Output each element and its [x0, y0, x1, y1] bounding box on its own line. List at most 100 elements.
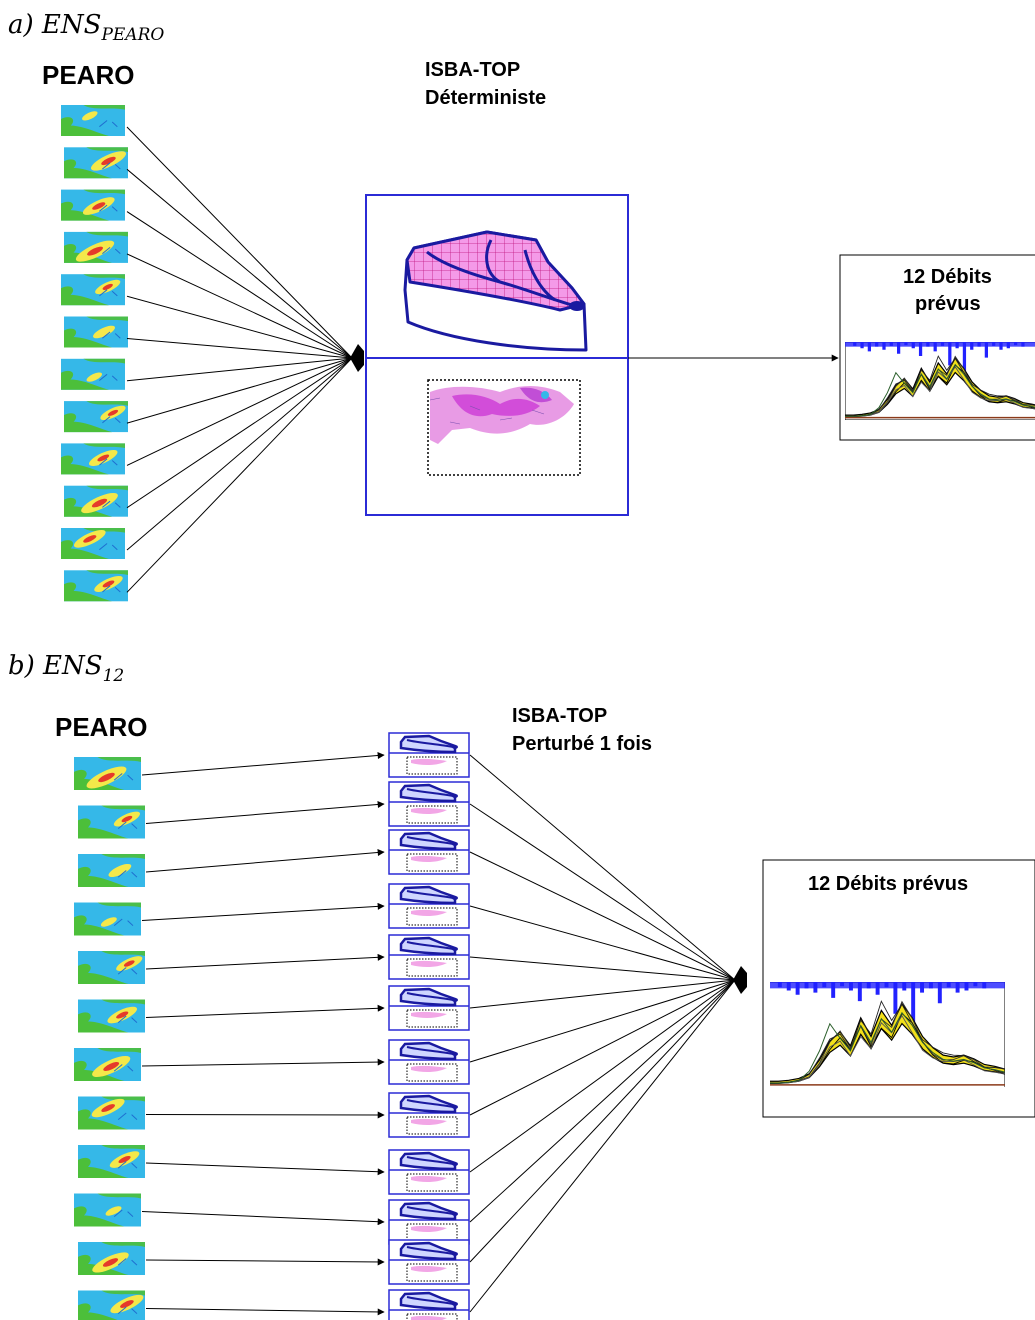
merge-node-icon [350, 344, 364, 372]
precipitation-map-icon [74, 1048, 141, 1081]
perturbed-isba-top-icon [388, 781, 470, 827]
precipitation-map-icon [78, 1290, 145, 1320]
connector-line [126, 295, 353, 359]
input-arrow [141, 902, 385, 921]
input-arrow [145, 1111, 385, 1119]
precipitation-map-icon [78, 1242, 145, 1275]
perturbed-isba-top-icon [388, 883, 470, 929]
panel-b-member-maps [74, 757, 145, 1320]
input-arrow [141, 752, 385, 776]
panel-a-model-title-line2: Déterministe [425, 87, 546, 109]
panel-a-output-title-line2: prévus [915, 293, 981, 315]
connector-line [469, 979, 736, 1313]
input-arrow [145, 849, 385, 873]
hydrograph-icon [845, 342, 1035, 420]
connector-line [469, 979, 736, 1223]
precipitation-map-icon [61, 443, 125, 475]
precipitation-map-icon [61, 274, 125, 306]
perturbed-isba-top-icon [388, 1092, 470, 1138]
connector-line [469, 851, 736, 981]
connector-line [126, 357, 353, 551]
connector-line [469, 979, 736, 1116]
precipitation-map-icon [61, 189, 125, 221]
connector-line [126, 126, 353, 359]
precipitation-map-icon [74, 902, 141, 936]
precipitation-map-icon [78, 951, 145, 984]
precipitation-map-icon [78, 1096, 145, 1130]
panel-b: b) ENS12 PEARO ISBA-TOP Perturbé 1 fois … [8, 651, 1035, 1320]
panel-a-label: a) ENSPEARO [8, 10, 164, 45]
connector-line [469, 979, 736, 1173]
precipitation-map-icon [78, 854, 145, 887]
panel-b-output-box: 12 Débits prévus [762, 859, 1035, 1118]
precipitation-map-icon [74, 1193, 141, 1227]
precipitation-map-icon [64, 485, 128, 517]
precipitation-map-icon [64, 147, 128, 179]
connector-line [126, 253, 353, 359]
panel-b-label: b) ENS12 [8, 651, 124, 686]
panel-a-model-box [365, 194, 629, 516]
perturbed-isba-top-icon [388, 985, 470, 1031]
connector-line [126, 338, 353, 359]
precipitation-map-icon [78, 1145, 145, 1178]
panel-a-source-title: PEARO [42, 60, 134, 90]
panel-b-perturbed-models [388, 732, 470, 1320]
connector-line [126, 357, 353, 593]
perturbed-isba-top-icon [388, 1149, 470, 1195]
precipitation-map-icon [64, 570, 128, 602]
panel-a-output-box: 12 Débits prévus [839, 254, 1035, 441]
perturbed-isba-top-icon [388, 732, 470, 778]
connector-line [126, 211, 353, 359]
panel-a-output-title-line1: 12 Débits [903, 266, 992, 288]
panel-b-model-title-line2: Perturbé 1 fois [512, 733, 652, 755]
precipitation-map-icon [64, 401, 128, 433]
precipitation-map-icon [64, 316, 128, 348]
precipitation-map-icon [61, 358, 125, 390]
connector-line [126, 357, 353, 509]
perturbed-isba-top-icon [388, 829, 470, 875]
connector-line [469, 803, 736, 981]
perturbed-isba-top-icon [388, 1239, 470, 1285]
connector-line [126, 357, 353, 424]
precipitation-map-icon [61, 105, 125, 136]
panel-a-connector-lines [126, 126, 353, 593]
domain-map-icon [427, 379, 581, 476]
precipitation-map-icon [61, 528, 125, 559]
precipitation-map-icon [78, 805, 145, 839]
connector-line [469, 956, 736, 981]
panel-b-model-title-line1: ISBA-TOP [512, 705, 607, 727]
panel-b-output-title: 12 Débits prévus [808, 873, 968, 895]
connector-line [126, 357, 353, 382]
panel-a: a) ENSPEARO PEARO ISBA-TOP Déterministe [8, 10, 1035, 602]
panel-b-source-title: PEARO [55, 712, 147, 742]
input-arrow [145, 801, 385, 824]
panel-a-model-title-line1: ISBA-TOP [425, 59, 520, 81]
connector-line [469, 979, 736, 1263]
panel-b-merge-lines [469, 754, 736, 1313]
connector-line [469, 754, 736, 981]
connector-line [469, 979, 736, 1009]
connector-line [126, 357, 353, 466]
input-arrow [145, 1308, 385, 1316]
precipitation-map-icon [78, 999, 145, 1033]
input-arrow [141, 1211, 385, 1226]
precipitation-map-icon [64, 231, 128, 263]
input-arrow [145, 1162, 385, 1176]
hydrograph-icon [770, 982, 1005, 1087]
connector-line [126, 168, 353, 359]
catchment-block-icon [403, 230, 588, 352]
panel-b-input-arrows [141, 752, 385, 1316]
input-arrow [145, 1004, 385, 1018]
precipitation-map-icon [74, 757, 141, 790]
perturbed-isba-top-icon [388, 1039, 470, 1085]
perturbed-isba-top-icon [388, 934, 470, 980]
perturbed-isba-top-icon [388, 1289, 470, 1320]
input-arrow [145, 953, 385, 970]
connector-line [469, 979, 736, 1063]
input-arrow [141, 1058, 385, 1067]
panel-a-member-maps [61, 105, 128, 602]
input-arrow [145, 1258, 385, 1266]
merge-node-icon [733, 966, 747, 994]
